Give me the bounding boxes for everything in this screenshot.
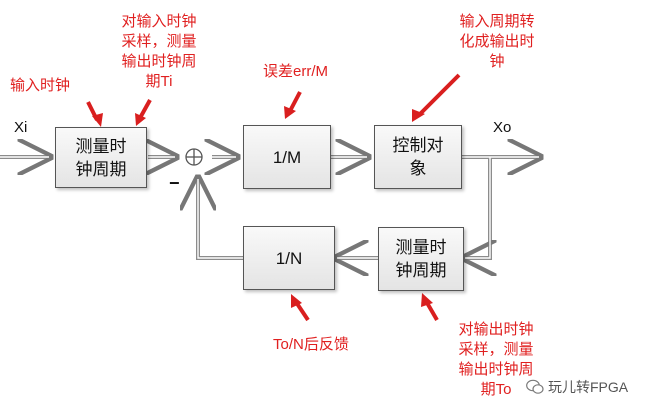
note-sample-in-line-4: 期Ti (145, 73, 173, 90)
note-error: 误差err/M (263, 63, 328, 80)
controlled-line-2: 象 (409, 159, 427, 178)
measure-clock-period-input-block: 测量时 钟周期 (55, 127, 147, 188)
measure-in-line-2: 钟周期 (75, 159, 127, 179)
arrow-convert (412, 73, 461, 122)
arrow-sample-out (421, 293, 439, 322)
note-sample-out-line-1: 对输出时钟 (458, 321, 534, 338)
minus-sign: − (169, 173, 180, 193)
inverse-m-block: 1/M (243, 125, 331, 189)
wire-feedback-down (464, 157, 490, 258)
arrow-feedback (291, 294, 310, 322)
output-signal-label: Xo (493, 119, 512, 136)
inverse-n-label: 1/N (275, 248, 303, 268)
note-sample-in-line-1: 对输入时钟 (121, 13, 197, 30)
chat-bubble-icon (526, 379, 544, 394)
note-sample-out-line-2: 采样，测量 (458, 341, 534, 358)
arrow-sample-in (135, 99, 152, 126)
callout-arrows (86, 73, 461, 322)
note-feedback: To/N后反馈 (273, 336, 349, 353)
note-sample-in-line-2: 采样，测量 (121, 33, 197, 50)
measure-in-line-1: 测量时 (75, 136, 127, 156)
arrow-error (284, 91, 302, 119)
wire-n-to-sum (198, 178, 244, 260)
note-convert-line-3: 钟 (489, 53, 505, 70)
note-sample-out-line-4: 期To (480, 381, 512, 398)
input-signal-label: Xi (14, 119, 28, 136)
note-sample-in-line-3: 输出时钟周 (121, 53, 197, 70)
controlled-line-1: 控制对 (392, 136, 444, 155)
arrow-input-clock (86, 101, 103, 127)
note-input-clock: 输入时钟 (10, 77, 71, 94)
inverse-m-label: 1/M (272, 147, 302, 167)
summing-junction (185, 148, 203, 166)
watermark-text: 玩儿转FPGA (548, 379, 629, 395)
measure-clock-period-feedback-block: 测量时 钟周期 (378, 227, 464, 291)
note-sample-out-line-3: 输出时钟周 (458, 361, 534, 378)
note-convert-line-1: 输入周期转 (459, 13, 535, 30)
note-sample-input: 对输入时钟 采样，测量 输出时钟周 期Ti (106, 12, 212, 92)
inverse-n-block: 1/N (243, 226, 335, 290)
note-convert-line-2: 化成输出时 (459, 33, 535, 50)
measure-fb-line-2: 钟周期 (395, 261, 447, 280)
watermark: 玩儿转FPGA (526, 376, 628, 398)
note-convert-period: 输入周期转 化成输出时 钟 (450, 12, 544, 72)
note-sample-output: 对输出时钟 采样，测量 输出时钟周 期To (448, 320, 544, 400)
measure-fb-line-1: 测量时 (395, 238, 447, 257)
controlled-object-block: 控制对 象 (374, 125, 462, 189)
